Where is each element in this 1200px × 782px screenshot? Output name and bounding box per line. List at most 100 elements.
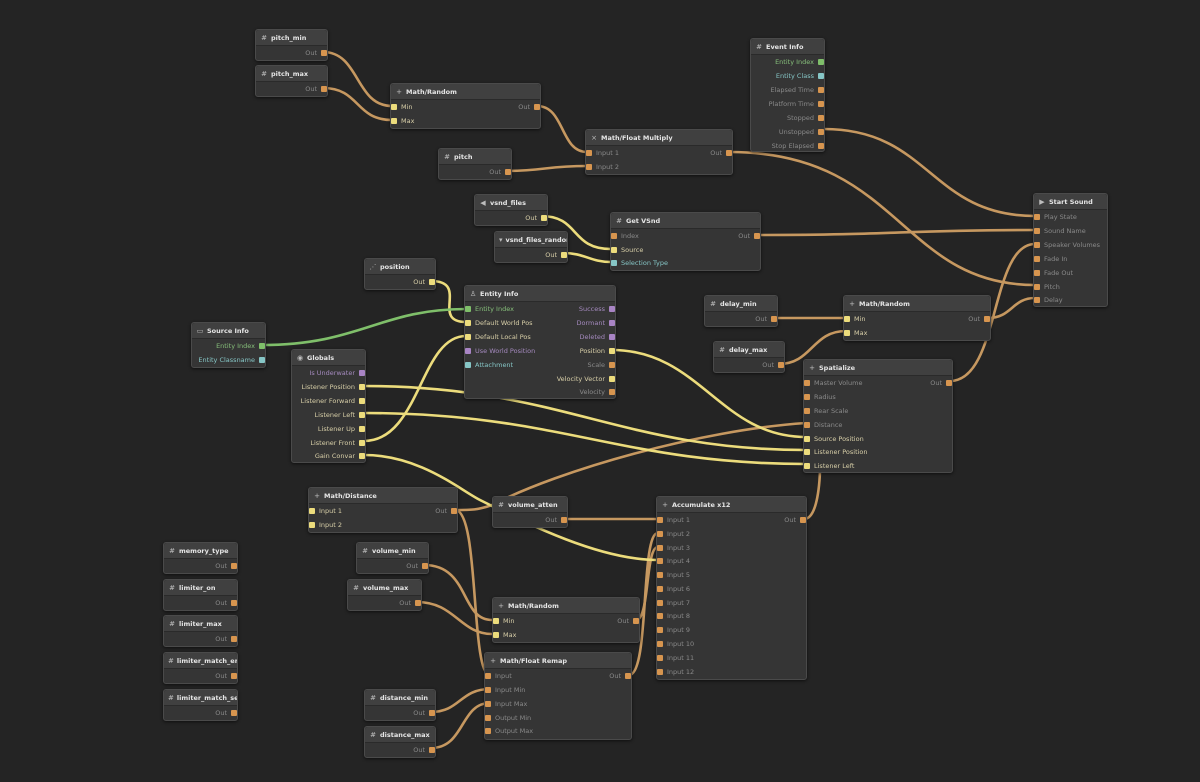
- input-pin[interactable]: [657, 572, 663, 578]
- output-pin[interactable]: [231, 600, 237, 606]
- input-pin[interactable]: [485, 701, 491, 707]
- node-float-multiply[interactable]: ×Math/Float Multiply Input 1 Input 2 Out: [585, 129, 733, 175]
- node-entity-info[interactable]: ♙Entity Info Entity Index Default World …: [464, 285, 616, 399]
- node-globals[interactable]: ◉Globals Is Underwater Listener Position…: [291, 349, 366, 463]
- input-pin[interactable]: [485, 687, 491, 693]
- output-pin[interactable]: [609, 320, 615, 326]
- output-pin[interactable]: [561, 252, 567, 258]
- node-header[interactable]: ▭Source Info: [192, 323, 265, 339]
- node-pitch-max[interactable]: #pitch_max Out: [255, 65, 328, 97]
- output-pin[interactable]: [625, 673, 631, 679]
- input-pin[interactable]: [611, 260, 617, 266]
- output-pin[interactable]: [609, 376, 615, 382]
- output-pin[interactable]: [818, 59, 824, 65]
- input-pin[interactable]: [1034, 228, 1040, 234]
- input-pin[interactable]: [611, 233, 617, 239]
- output-pin[interactable]: [818, 143, 824, 149]
- output-pin[interactable]: [231, 673, 237, 679]
- node-event-info[interactable]: #Event Info Entity Index Entity Class El…: [750, 38, 825, 152]
- input-pin[interactable]: [804, 449, 810, 455]
- output-pin[interactable]: [415, 600, 421, 606]
- node-header[interactable]: #Event Info: [751, 39, 824, 55]
- input-pin[interactable]: [657, 641, 663, 647]
- node-header[interactable]: +Spatialize: [804, 360, 952, 376]
- output-pin[interactable]: [359, 370, 365, 376]
- node-memory-type[interactable]: #memory_type Out: [163, 542, 238, 574]
- node-header[interactable]: #delay_min: [705, 296, 777, 312]
- output-pin[interactable]: [778, 362, 784, 368]
- input-pin[interactable]: [804, 422, 810, 428]
- node-header[interactable]: #limiter_max: [164, 616, 237, 632]
- node-accumulate-x12[interactable]: +Accumulate x12 Input 1 Input 2 Input 3 …: [656, 496, 807, 680]
- node-volume-atten[interactable]: #volume_atten Out: [492, 496, 568, 528]
- output-pin[interactable]: [359, 398, 365, 404]
- node-header[interactable]: #volume_min: [357, 543, 428, 559]
- node-header[interactable]: +Accumulate x12: [657, 497, 806, 513]
- output-pin[interactable]: [259, 357, 265, 363]
- input-pin[interactable]: [465, 334, 471, 340]
- input-pin[interactable]: [1034, 297, 1040, 303]
- input-pin[interactable]: [1034, 284, 1040, 290]
- node-pitch-min[interactable]: #pitch_min Out: [255, 29, 328, 61]
- input-pin[interactable]: [309, 522, 315, 528]
- node-pitch[interactable]: #pitch Out: [438, 148, 512, 180]
- node-header[interactable]: ⋰position: [365, 259, 435, 275]
- output-pin[interactable]: [451, 508, 457, 514]
- input-pin[interactable]: [657, 613, 663, 619]
- input-pin[interactable]: [485, 728, 491, 734]
- node-limiter-on[interactable]: #limiter_on Out: [163, 579, 238, 611]
- node-header[interactable]: ▾vsnd_files_random: [495, 232, 567, 248]
- node-delay-min[interactable]: #delay_min Out: [704, 295, 778, 327]
- output-pin[interactable]: [231, 563, 237, 569]
- output-pin[interactable]: [359, 453, 365, 459]
- output-pin[interactable]: [818, 101, 824, 107]
- node-header[interactable]: #Get VSnd: [611, 213, 760, 229]
- node-header[interactable]: +Math/Random: [844, 296, 990, 312]
- output-pin[interactable]: [359, 412, 365, 418]
- input-pin[interactable]: [657, 558, 663, 564]
- node-header[interactable]: #volume_atten: [493, 497, 567, 513]
- output-pin[interactable]: [429, 710, 435, 716]
- node-header[interactable]: +Math/Distance: [309, 488, 457, 504]
- node-spatialize[interactable]: +Spatialize Master Volume Radius Rear Sc…: [803, 359, 953, 473]
- output-pin[interactable]: [609, 334, 615, 340]
- node-header[interactable]: #pitch_min: [256, 30, 327, 46]
- output-pin[interactable]: [259, 343, 265, 349]
- node-math-distance[interactable]: +Math/Distance Input 1 Input 2 Out: [308, 487, 458, 533]
- input-pin[interactable]: [657, 545, 663, 551]
- input-pin[interactable]: [657, 655, 663, 661]
- node-header[interactable]: ◀vsnd_files: [475, 195, 547, 211]
- output-pin[interactable]: [505, 169, 511, 175]
- output-pin[interactable]: [818, 73, 824, 79]
- node-distance-max[interactable]: #distance_max Out: [364, 726, 436, 758]
- output-pin[interactable]: [818, 115, 824, 121]
- node-math-random-volume[interactable]: +Math/Random Min Max Out: [492, 597, 640, 643]
- output-pin[interactable]: [800, 517, 806, 523]
- input-pin[interactable]: [493, 618, 499, 624]
- node-vsnd-files[interactable]: ◀vsnd_files Out: [474, 194, 548, 226]
- input-pin[interactable]: [804, 436, 810, 442]
- output-pin[interactable]: [609, 348, 615, 354]
- output-pin[interactable]: [609, 306, 615, 312]
- node-start-sound[interactable]: ▶Start Sound Play State Sound Name Speak…: [1033, 193, 1108, 307]
- node-header[interactable]: #volume_max: [348, 580, 421, 596]
- output-pin[interactable]: [984, 316, 990, 322]
- output-pin[interactable]: [946, 380, 952, 386]
- output-pin[interactable]: [541, 215, 547, 221]
- node-source-info[interactable]: ▭Source Info Entity Index Entity Classna…: [191, 322, 266, 368]
- node-header[interactable]: #limiter_on: [164, 580, 237, 596]
- output-pin[interactable]: [609, 389, 615, 395]
- input-pin[interactable]: [1034, 270, 1040, 276]
- node-header[interactable]: ◉Globals: [292, 350, 365, 366]
- output-pin[interactable]: [633, 618, 639, 624]
- output-pin[interactable]: [429, 747, 435, 753]
- input-pin[interactable]: [657, 531, 663, 537]
- node-header[interactable]: +Math/Random: [493, 598, 639, 614]
- node-header[interactable]: ×Math/Float Multiply: [586, 130, 732, 146]
- input-pin[interactable]: [804, 394, 810, 400]
- output-pin[interactable]: [818, 87, 824, 93]
- input-pin[interactable]: [391, 104, 397, 110]
- node-limiter-match-sever[interactable]: #limiter_match_sever Out: [163, 689, 238, 721]
- input-pin[interactable]: [657, 600, 663, 606]
- output-pin[interactable]: [422, 563, 428, 569]
